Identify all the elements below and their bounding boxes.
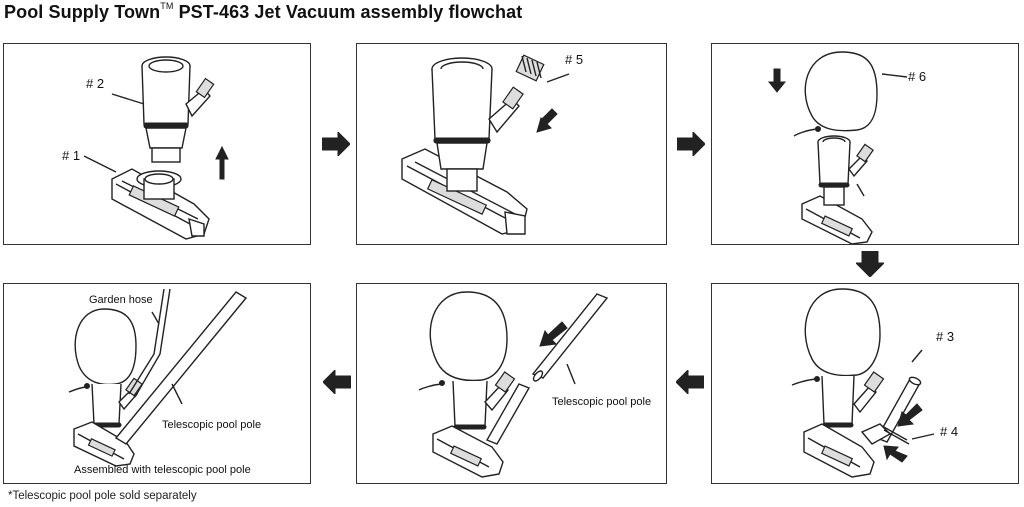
telescopic-pole-label: Telescopic pool pole — [552, 396, 652, 408]
part-2-label: # 2 — [86, 76, 105, 91]
step-2-panel: # 5 — [356, 43, 667, 245]
part-1-label: # 1 — [62, 148, 81, 163]
footnote: *Telescopic pool pole sold separately — [8, 490, 197, 502]
step-1-illustration — [83, 56, 229, 240]
step-6-illustration — [68, 288, 248, 467]
step-4-panel: # 3 # 4 — [711, 283, 1019, 484]
assembled-caption: Assembled with telescopic pool pole — [74, 464, 251, 476]
step-1-panel: # 2 # 1 — [3, 43, 311, 245]
title-rest: PST-463 Jet Vacuum assembly flowchat — [173, 2, 523, 22]
part-6-label: # 6 — [908, 69, 927, 84]
brand-name: Pool Supply Town — [4, 2, 161, 22]
telescopic-pole-label-2: Telescopic pool pole — [162, 419, 262, 431]
flow-arrow-down — [856, 251, 884, 277]
step-4-illustration — [791, 288, 935, 478]
part-3-label: # 3 — [936, 329, 955, 344]
garden-hose-label: Garden hose — [89, 294, 153, 306]
part-5-label: # 5 — [565, 52, 584, 67]
step-3-illustration — [767, 51, 908, 244]
step-3-panel: # 6 — [711, 43, 1019, 245]
step-5-panel: Telescopic pool pole — [356, 283, 667, 484]
step-5-illustration — [418, 291, 609, 478]
step-6-panel: Garden hose Telescopic pool pole Assembl… — [3, 283, 311, 484]
part-4-label: # 4 — [940, 424, 959, 439]
step-2-illustration — [401, 54, 570, 235]
flow-arrow-right-2 — [677, 132, 705, 156]
flow-arrow-right-1 — [322, 132, 350, 156]
flow-arrow-left-2 — [323, 370, 351, 394]
trademark-mark: TM — [160, 1, 174, 11]
flow-arrow-left-1 — [676, 370, 704, 394]
page-title: Pool Supply TownTM PST-463 Jet Vacuum as… — [4, 1, 523, 23]
